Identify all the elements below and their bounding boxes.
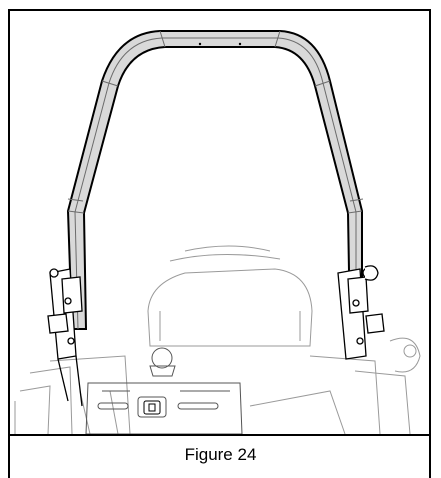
- roll-bar-highlights: [67, 30, 364, 330]
- figure-caption: Figure 24: [184, 445, 257, 464]
- frame-right-stem: [429, 436, 431, 478]
- left-hinge: [47, 268, 83, 407]
- figure-frame: [8, 9, 431, 436]
- right-hinge: [337, 265, 385, 360]
- control-panel: [85, 347, 243, 434]
- frame-left-stem: [8, 436, 10, 478]
- roll-bar-illustration: [14, 30, 421, 434]
